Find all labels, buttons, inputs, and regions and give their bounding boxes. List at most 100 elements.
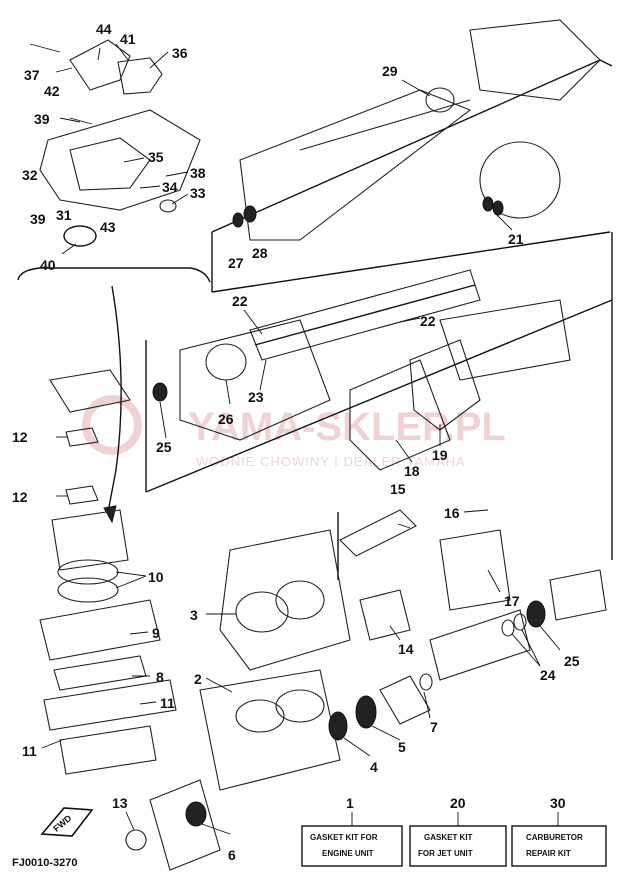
gasket-12b <box>65 485 99 505</box>
watermark-title: YAMA-SKLEP.PL <box>188 405 506 449</box>
kit-20-line1: GASKET KIT <box>424 833 473 842</box>
coupler-29 <box>425 87 455 113</box>
exhaust-assembly <box>145 232 613 560</box>
engine-block <box>125 509 607 871</box>
leader-23 <box>259 359 267 391</box>
carburetor-detail <box>17 39 211 524</box>
rotor <box>379 675 431 725</box>
callout-10: 10 <box>148 569 164 585</box>
gasket-12a <box>65 427 99 447</box>
callout-37: 37 <box>24 67 40 83</box>
leader-4 <box>343 737 371 757</box>
callout-16: 16 <box>444 505 460 521</box>
callout-44: 44 <box>96 21 112 37</box>
bolt-13 <box>125 829 147 851</box>
kit-1-line2: ENGINE UNIT <box>322 849 374 858</box>
carb-chamber <box>69 137 151 191</box>
gasket-17 <box>439 529 511 611</box>
leader-16 <box>463 509 489 513</box>
kit-box-30 <box>511 825 607 867</box>
crankcase <box>199 669 341 791</box>
callout-31: 31 <box>56 207 72 223</box>
callout-23: 23 <box>248 389 264 405</box>
callout-36: 36 <box>172 45 188 61</box>
callout-12-top: 12 <box>12 429 28 445</box>
gasket-18 <box>349 359 451 471</box>
callout-7: 7 <box>430 719 438 735</box>
callout-22-left: 22 <box>232 293 248 309</box>
callout-9: 9 <box>152 625 160 641</box>
callout-26: 26 <box>218 411 234 427</box>
callout-28: 28 <box>252 245 268 261</box>
kit-boxes: GASKET KIT FOR ENGINE UNIT GASKET KIT FO… <box>301 812 607 867</box>
callout-4: 4 <box>370 759 378 775</box>
oil-seal-27 <box>232 212 244 228</box>
leader-lines <box>41 43 561 835</box>
callout-2: 2 <box>194 671 202 687</box>
carb-top-cover <box>69 39 131 91</box>
leader-26 <box>225 379 231 405</box>
gasket-22-23 <box>249 269 481 361</box>
leader-14 <box>389 625 401 641</box>
carb-screw-33 <box>159 199 177 213</box>
callout-22-right: 22 <box>420 313 436 329</box>
callout-40: 40 <box>40 257 56 273</box>
leader-11a <box>139 701 157 705</box>
carb-screw <box>29 43 61 53</box>
leader-22b <box>399 317 421 323</box>
callout-5: 5 <box>398 739 406 755</box>
callout-29: 29 <box>382 63 398 79</box>
kit-20-line2: FOR JET UNIT <box>418 849 473 858</box>
callout-19: 19 <box>432 447 448 463</box>
carb-gasket-40 <box>63 225 97 247</box>
callout-35: 35 <box>148 149 164 165</box>
oring-24a <box>501 619 515 637</box>
callout-39-top: 39 <box>34 111 50 127</box>
callout-15: 15 <box>390 481 406 497</box>
base-gasket-bore-2 <box>275 689 325 723</box>
callout-12-bottom: 12 <box>12 489 28 505</box>
oring-24b <box>513 613 527 631</box>
leader-40 <box>61 243 77 255</box>
leader-35 <box>123 157 145 163</box>
oring-7 <box>419 673 433 691</box>
oil-seal-21b <box>492 200 504 216</box>
flywheel-cover <box>149 779 221 871</box>
seal-25 <box>152 382 168 402</box>
leader-2 <box>205 677 233 693</box>
leader-21 <box>495 213 513 231</box>
gasket-8 <box>53 655 147 691</box>
callout-14: 14 <box>398 641 414 657</box>
leader-25b <box>539 625 561 651</box>
figure-code: FJ0010-3270 <box>12 857 77 869</box>
gasket-11 <box>43 679 177 731</box>
callout-24: 24 <box>540 667 556 683</box>
callout-33: 33 <box>190 185 206 201</box>
callout-30: 30 <box>550 795 566 811</box>
gasket-15 <box>339 509 417 557</box>
leader-17 <box>487 569 501 593</box>
leader-6 <box>201 823 231 835</box>
drive-shaft <box>299 99 471 151</box>
leader-10b <box>115 575 147 589</box>
leader-22a <box>243 309 263 335</box>
leader-10a <box>115 571 147 577</box>
callout-11-left: 11 <box>22 743 37 759</box>
drive-shaft-housing <box>239 89 472 241</box>
leader-29 <box>401 79 431 97</box>
leader-5 <box>371 725 401 741</box>
gasket-22-strip <box>254 284 476 346</box>
callout-38: 38 <box>190 165 206 181</box>
watermark-logo <box>82 395 142 455</box>
callout-1: 1 <box>346 795 354 811</box>
fwd-indicator: FWD <box>40 807 94 837</box>
callout-3: 3 <box>190 607 198 623</box>
leader-36 <box>149 51 169 69</box>
intake-plate <box>59 725 157 775</box>
piston-14 <box>359 589 411 641</box>
leader-25a <box>159 401 167 439</box>
gasket-10a <box>57 559 119 585</box>
carb-diaphragm <box>117 57 163 95</box>
callout-21: 21 <box>508 231 524 247</box>
